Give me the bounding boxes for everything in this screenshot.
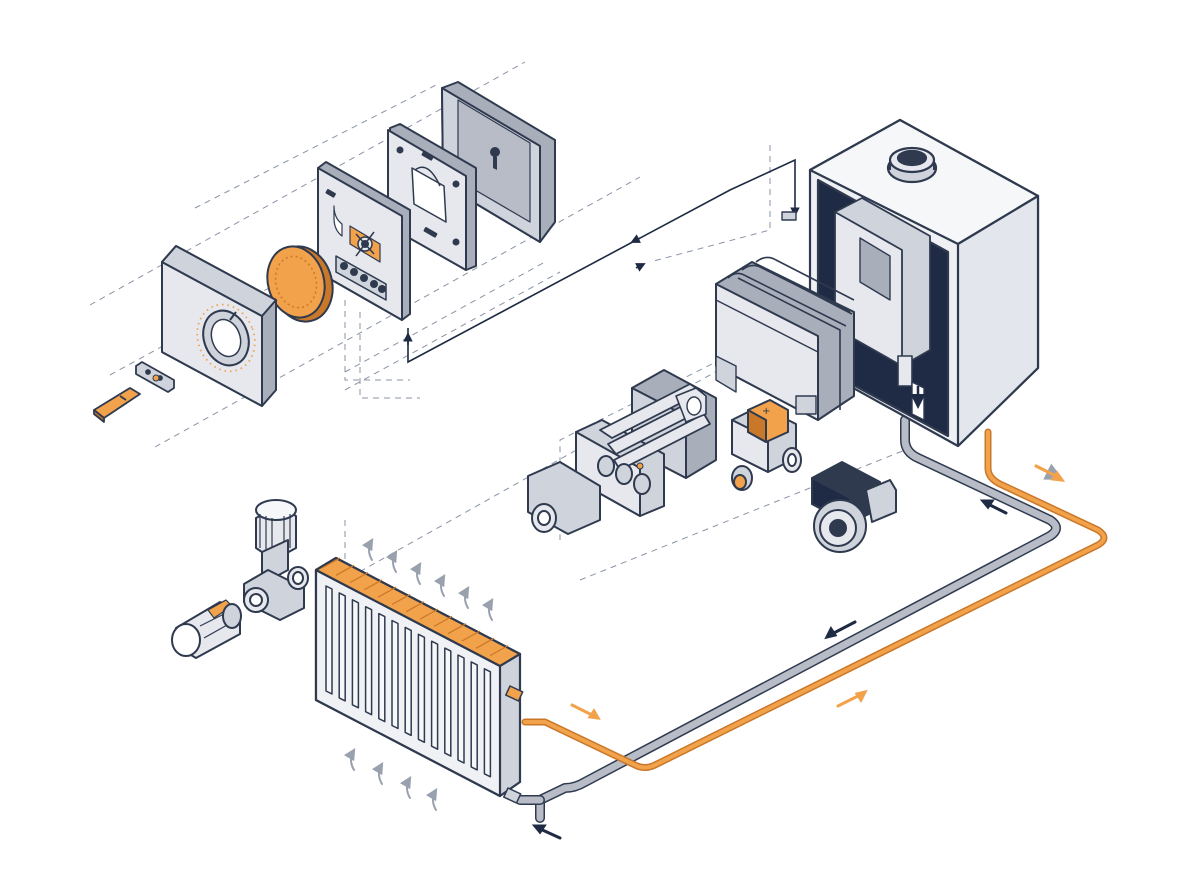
control-signal-wire (403, 158, 800, 364)
heat-arrow (481, 597, 494, 621)
pump-icon (811, 461, 897, 553)
heat-arrow (361, 537, 374, 561)
radiator-top-fin (447, 623, 467, 635)
radiator-fin (364, 605, 373, 716)
radiator-top-fin (391, 593, 411, 606)
flow-direction-arrows (531, 463, 1066, 840)
valve-head-icon (171, 599, 242, 659)
heat-arrow (425, 787, 438, 811)
radiator-fin (391, 619, 399, 730)
heat-arrow (409, 561, 422, 585)
wedge-icon (93, 387, 141, 423)
heat-arrow (371, 761, 384, 785)
radiator-top-fin (419, 608, 439, 620)
radiator-top-fin (363, 579, 383, 591)
heat-exchanger-icon (715, 256, 855, 421)
heat-arrow (385, 549, 398, 573)
back-cover-icon (441, 81, 556, 243)
radiator-top-fin (433, 615, 453, 627)
radiator-fin (325, 585, 333, 695)
radiator-fin (430, 640, 439, 750)
valve-icon: + (731, 399, 802, 491)
manifold-icon (527, 369, 717, 535)
heat-arrow (457, 585, 470, 609)
radiator-top-fin (405, 601, 425, 613)
circuit-board-icon (317, 161, 411, 321)
radiator-fin (444, 647, 452, 757)
heat-arrow (399, 775, 412, 799)
radiator-top-fin (335, 564, 355, 576)
radiator-top-fin (489, 645, 509, 657)
radiator-fin (378, 612, 386, 723)
return-pipe (515, 415, 1061, 823)
dial-knob-icon (266, 245, 334, 323)
radiator-top-fin (461, 630, 481, 642)
room-thermostat-icon (161, 245, 277, 407)
bracket-icon (135, 361, 175, 393)
radiator-fin (470, 661, 478, 771)
heat-arrow (433, 573, 446, 597)
radiator-top-fin (475, 637, 495, 649)
radiator-fin (404, 626, 412, 737)
radiator-top-fin (349, 572, 369, 584)
radiator-fin (351, 599, 360, 709)
radiator-top-fin (321, 557, 341, 569)
radiator-top-fin (377, 586, 397, 598)
thermostatic-valve-icon (243, 499, 309, 621)
svg-text:+: + (762, 406, 770, 417)
radiator-fin (338, 592, 346, 702)
radiator-fin (457, 654, 465, 764)
radiator-fin (417, 633, 426, 744)
heat-arrow (343, 747, 356, 771)
heat-rise-arrows (343, 537, 494, 811)
flow-pipe (521, 428, 1108, 771)
radiator-icon (314, 556, 524, 804)
radiator-fin (483, 668, 492, 778)
